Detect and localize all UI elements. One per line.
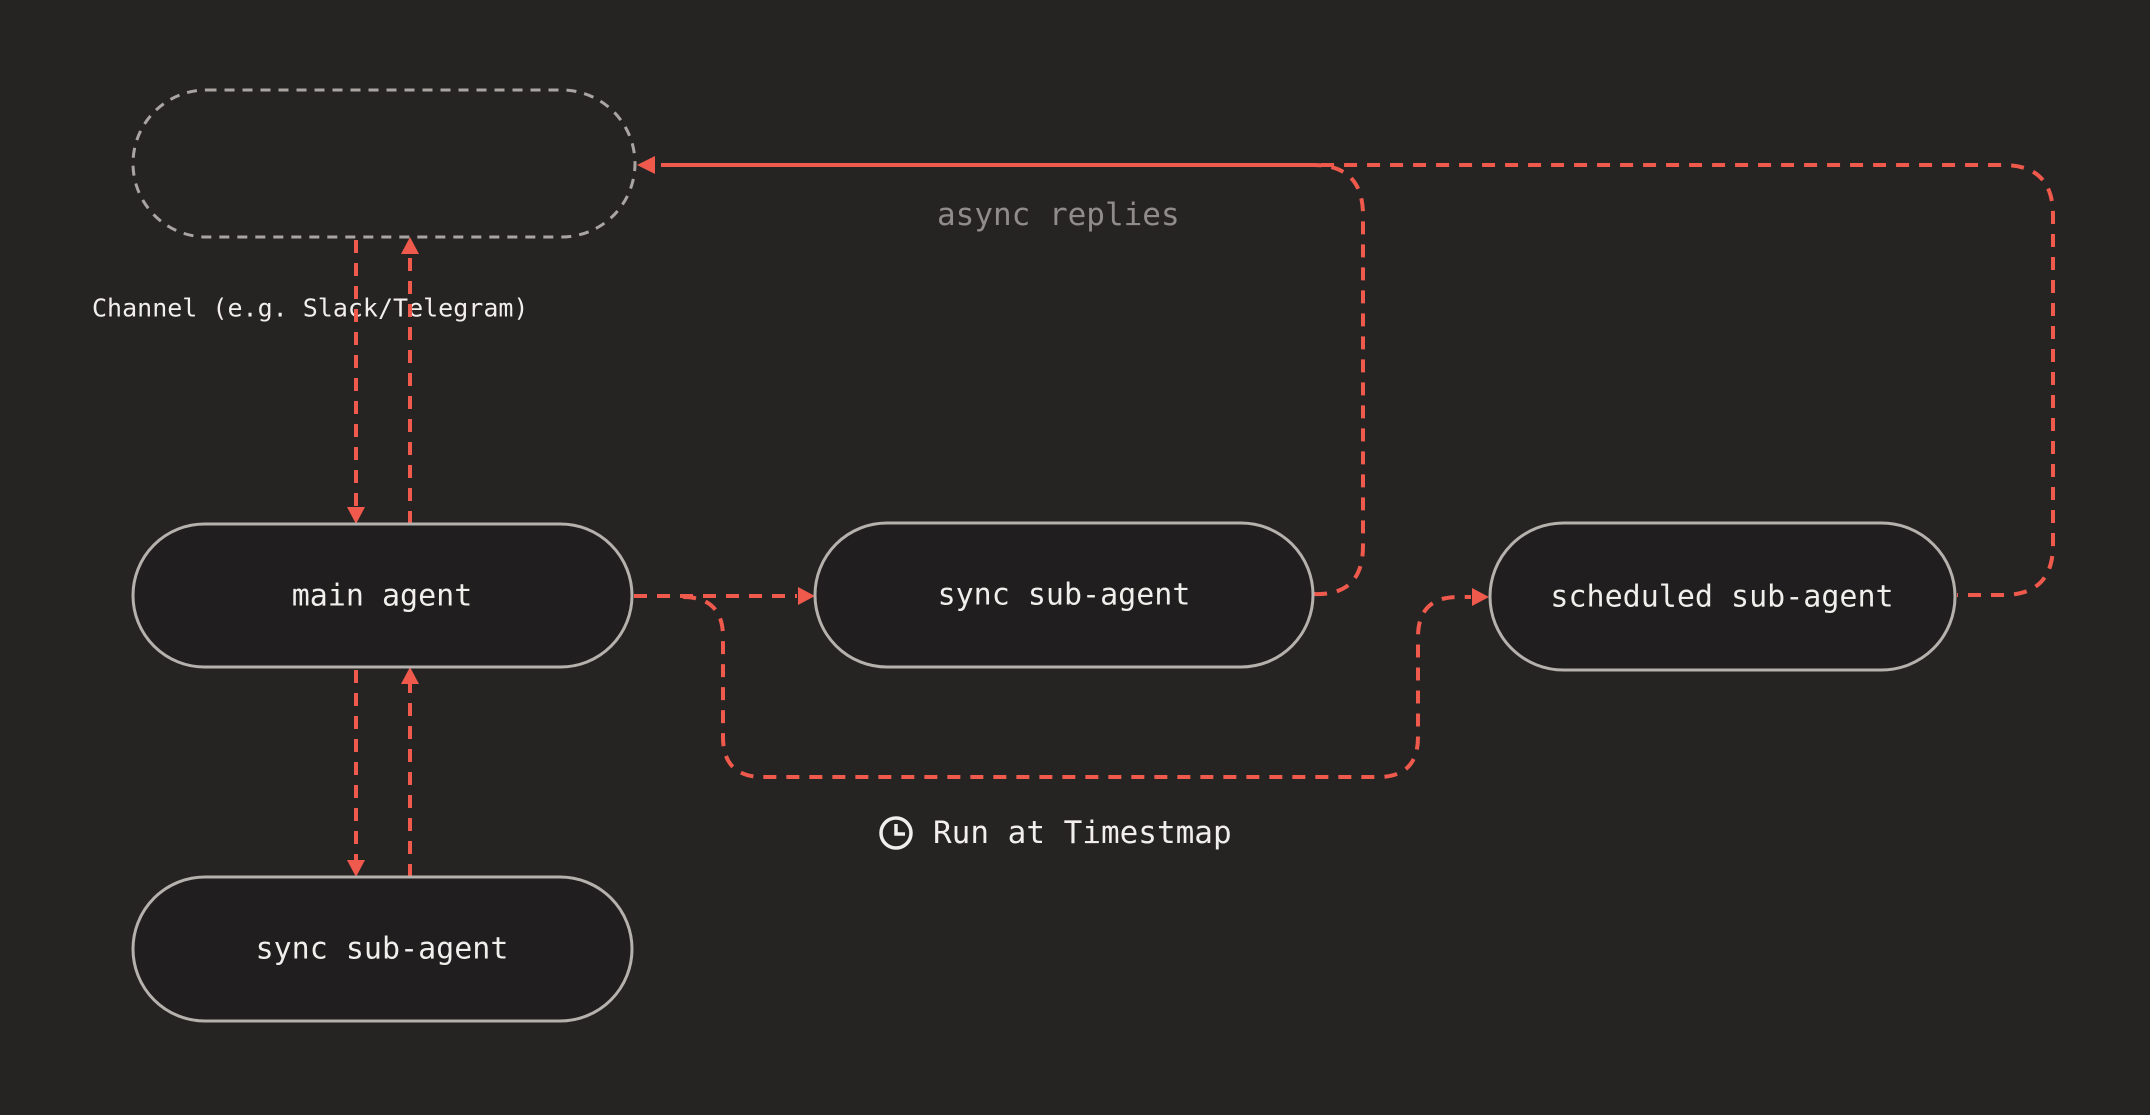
channel-node-box bbox=[131, 88, 637, 239]
run-at-note: Run at Timestmap bbox=[879, 815, 1232, 851]
arrow-sync-to-channel-async bbox=[637, 156, 1365, 597]
main-agent-box bbox=[131, 522, 634, 669]
arrow-main-to-sync-bottom-arrowhead bbox=[347, 860, 365, 877]
arrow-main-to-sync bbox=[634, 587, 815, 605]
run-at-label: Run at Timestmap bbox=[933, 815, 1232, 851]
arrow-main-to-scheduled bbox=[682, 588, 1489, 779]
sync-sub-agent-node: sync sub-agent bbox=[813, 521, 1315, 669]
sync-sub-agent-bottom-node: sync sub-agent bbox=[131, 875, 634, 1023]
async-replies-label: async replies bbox=[937, 197, 1180, 233]
sync-sub-agent-bottom-box bbox=[131, 875, 634, 1023]
sync-sub-agent-label: sync sub-agent bbox=[938, 578, 1191, 613]
arrow-async-replies-arrowhead bbox=[637, 156, 655, 174]
arrow-scheduled-to-channel-async bbox=[661, 163, 2055, 597]
arrow-channel-to-main bbox=[347, 240, 365, 524]
clock-icon-face bbox=[879, 816, 913, 850]
scheduled-sub-agent-box bbox=[1488, 521, 1957, 672]
scheduled-sub-agent-label: scheduled sub-agent bbox=[1550, 580, 1893, 615]
channel-node bbox=[131, 88, 637, 239]
main-agent-node: main agent bbox=[131, 522, 634, 669]
sync-sub-agent-box bbox=[813, 521, 1315, 669]
arrow-main-to-sync-arrowhead bbox=[798, 587, 815, 605]
arrow-sync-bottom-to-main-arrowhead bbox=[401, 667, 419, 684]
arrow-channel-to-main-arrowhead bbox=[347, 507, 365, 524]
arrow-scheduled-to-channel-line bbox=[661, 163, 2055, 597]
arrow-main-to-scheduled-line bbox=[682, 595, 1471, 779]
sync-sub-agent-bottom-label: sync sub-agent bbox=[256, 932, 509, 967]
arrow-main-to-channel bbox=[401, 237, 419, 524]
channel-caption-label: Channel (e.g. Slack/Telegram) bbox=[92, 294, 529, 323]
arrow-main-to-sync-bottom bbox=[347, 670, 365, 877]
main-agent-label: main agent bbox=[292, 579, 473, 614]
arrow-sync-to-channel-line bbox=[657, 163, 1365, 597]
arrow-main-to-scheduled-arrowhead bbox=[1472, 588, 1489, 606]
arrow-main-to-channel-arrowhead bbox=[401, 237, 419, 254]
scheduled-sub-agent-node: scheduled sub-agent bbox=[1488, 521, 1957, 672]
clock-icon bbox=[879, 816, 913, 850]
clock-icon-hands bbox=[894, 824, 905, 836]
arrow-sync-bottom-to-main bbox=[401, 667, 419, 877]
